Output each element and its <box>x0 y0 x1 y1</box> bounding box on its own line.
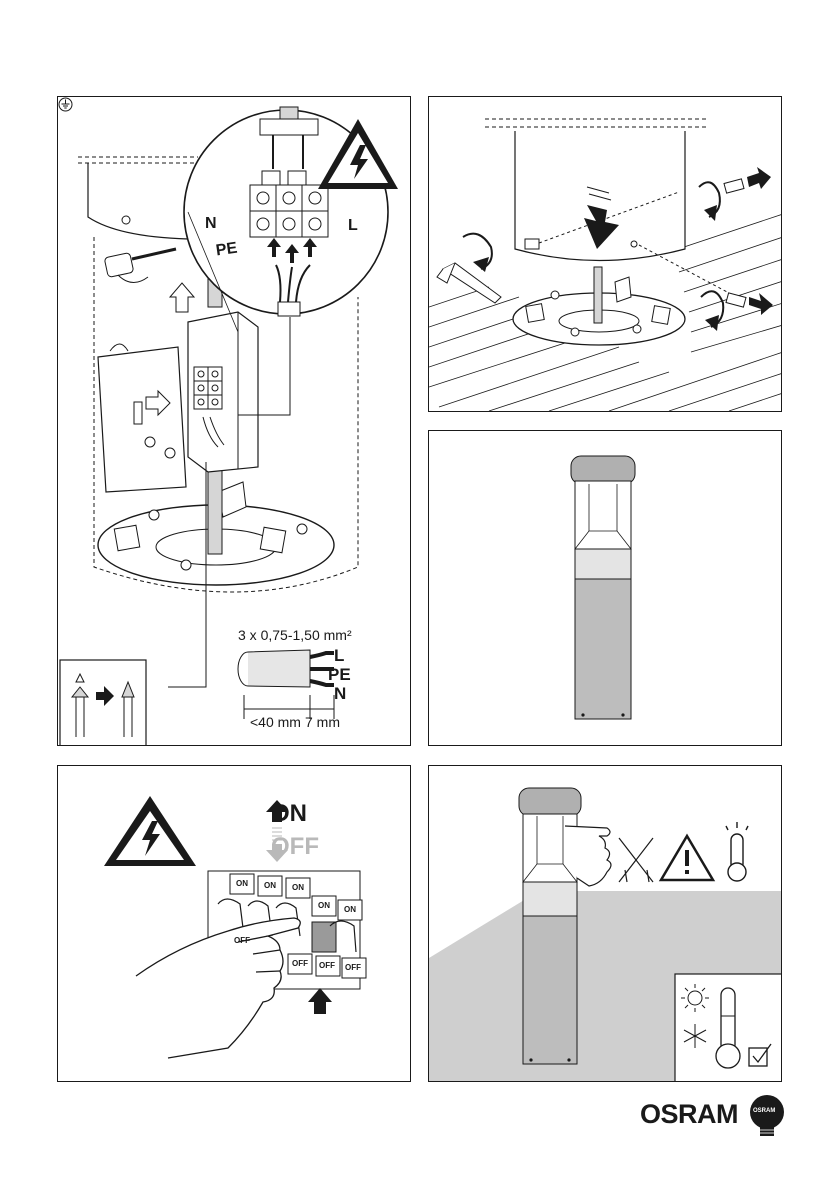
breaker-off-label-4: OFF <box>345 963 361 972</box>
grub-screw-icon <box>724 179 746 307</box>
hot-surface-illustration <box>429 766 782 1082</box>
earth-symbol-icon <box>58 97 73 112</box>
strip-length-label: <40 mm <box>250 714 301 730</box>
off-label: OFF <box>271 833 319 861</box>
on-label: ON <box>271 800 307 828</box>
breaker-on-label-5: ON <box>344 905 356 914</box>
mounting-illustration <box>429 97 782 412</box>
hot-surface-panel <box>428 765 782 1082</box>
hot-surface-warning-icon <box>661 836 713 880</box>
terminal-earth-label: PE <box>215 240 239 261</box>
terminal-neutral-label: N <box>205 215 217 233</box>
hex-key-icon <box>437 263 501 303</box>
core-strip-label: 7 mm <box>305 714 340 730</box>
mounting-panel <box>428 96 782 412</box>
breaker-on-label-2: ON <box>264 881 276 890</box>
screwdriver-icon <box>104 249 176 283</box>
thermometer-icon <box>726 822 748 881</box>
wiring-panel: N PE L 3 x 0,75-1,50 mm² L PE N <40 mm 7… <box>57 96 411 746</box>
breaker-off-label-2: OFF <box>292 959 308 968</box>
osram-logo: OSRAM OSRAM <box>640 1094 790 1138</box>
push-up-arrow-icon <box>308 988 332 1014</box>
terminal-live-label: L <box>348 217 358 235</box>
wire-spec-label: 3 x 0,75-1,50 mm² <box>238 627 352 643</box>
bollard-luminaire-icon <box>429 431 782 746</box>
brand-wordmark: OSRAM <box>640 1099 738 1130</box>
stripped-cable-icon <box>238 650 334 719</box>
bulb-logo-icon <box>747 1094 787 1138</box>
breaker-off-label-3: OFF <box>319 961 335 970</box>
wire-earth-label: PE <box>328 665 351 685</box>
wire-neutral-label: N <box>334 684 346 704</box>
bulb-logo-text: OSRAM <box>753 1108 775 1114</box>
power-on-panel: ON OFF ON ON ON ON ON OFF OFF OFF OFF <box>57 765 411 1082</box>
breaker-on-label-4: ON <box>318 901 330 910</box>
switch-illustration <box>58 766 411 1082</box>
product-panel <box>428 430 782 746</box>
breaker-on-label-3: ON <box>292 883 304 892</box>
wire-live-label: L <box>334 646 344 666</box>
wiring-illustration <box>58 97 411 746</box>
breaker-off-label-1: OFF <box>234 936 250 945</box>
do-not-touch-icon <box>565 826 653 886</box>
breaker-on-label-1: ON <box>236 879 248 888</box>
electric-shock-warning-icon <box>104 796 196 866</box>
